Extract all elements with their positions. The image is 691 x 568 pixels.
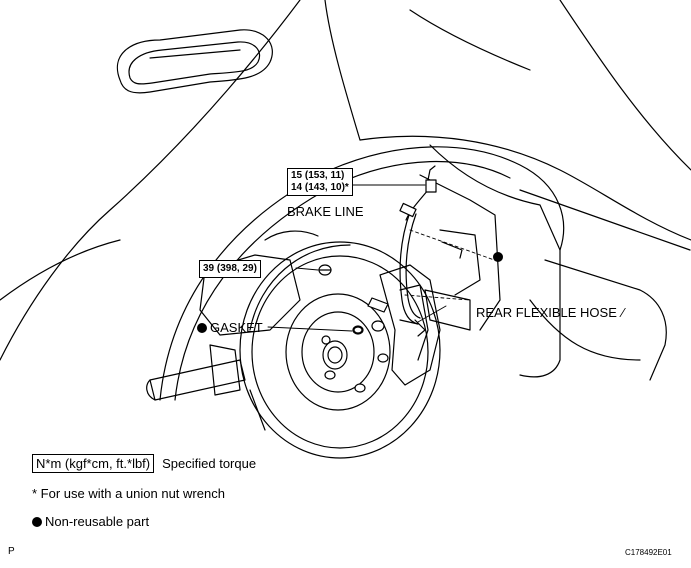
torque-brake-line-value-1: 15 (153, 11) [291, 170, 345, 181]
mounting-bolt [318, 264, 332, 276]
torque-callout-brake-line: 15 (153, 11) 14 (143, 10)* [287, 168, 353, 196]
gasket-label-group: GASKET [197, 320, 263, 335]
non-reusable-markers [493, 252, 503, 262]
rear-flexible-hose-label: REAR FLEXIBLE HOSE [476, 305, 617, 320]
corner-letter: P [8, 546, 15, 557]
rear-flexible-hose-tick: ⁄ [622, 305, 625, 320]
wheel-arch [159, 144, 691, 401]
legend-torque-desc: Specified torque [162, 456, 257, 471]
legend-torque-unit: N*m (kgf*cm, ft.*lbf) [32, 454, 155, 473]
legend-non-reusable-row: Non-reusable part [32, 514, 149, 529]
leader-lines [267, 184, 501, 332]
brake-caliper [379, 264, 441, 386]
torque-bolt-value: 39 (398, 29) [203, 263, 257, 274]
figure-id: C178492E01 [625, 548, 672, 557]
vehicle-body [0, 0, 691, 361]
gasket-label: GASKET [210, 320, 263, 335]
legend-non-reusable-text: Non-reusable part [45, 514, 150, 529]
non-reusable-dot [493, 252, 503, 262]
door-handle [116, 29, 273, 94]
torque-brake-line-value-2: 14 (143, 10)* [291, 182, 349, 193]
legend-torque-row: N*m (kgf*cm, ft.*lbf) Specified torque [32, 454, 256, 473]
legend-union-note: * For use with a union nut wrench [32, 486, 225, 501]
brake-rotor [239, 241, 441, 459]
torque-callout-bolt: 39 (398, 29) [199, 260, 261, 278]
brake-line-label: BRAKE LINE [287, 204, 364, 219]
non-reusable-dot-icon [197, 323, 207, 333]
brake-line-and-hose [367, 165, 463, 337]
gasket [353, 326, 363, 334]
non-reusable-legend-icon [32, 517, 42, 527]
